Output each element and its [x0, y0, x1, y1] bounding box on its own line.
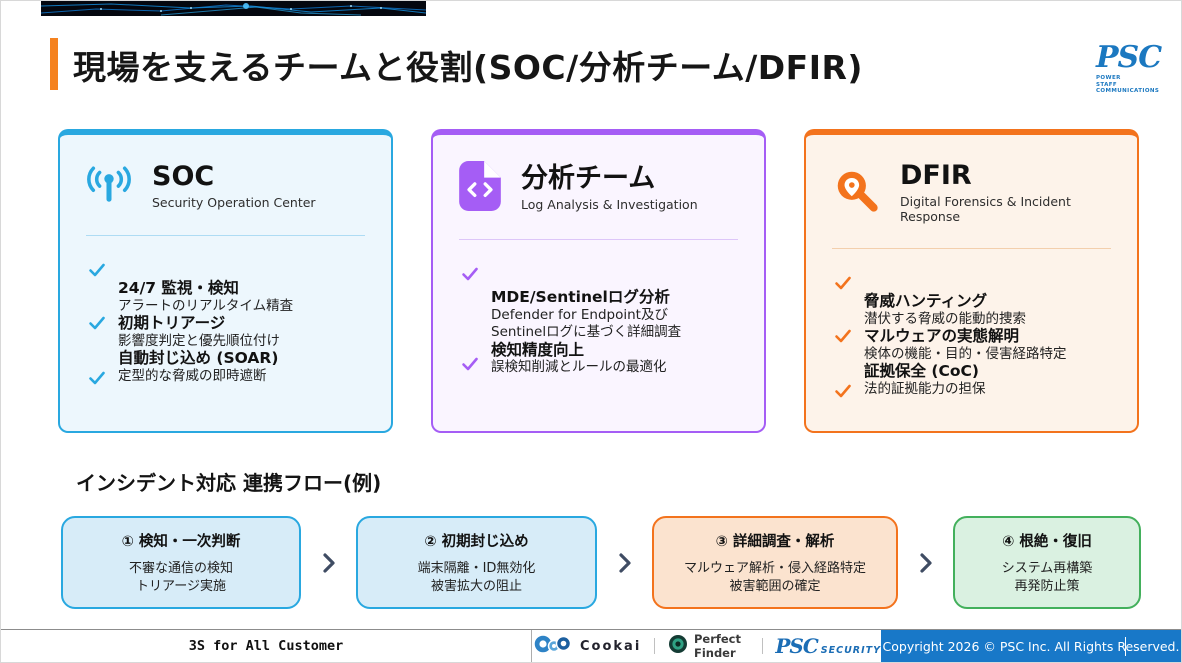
footer: 3S for All Customer Cookai — [1, 629, 1181, 662]
item-desc: 潜伏する脅威の能動的捜索 — [864, 310, 1026, 327]
check-icon — [834, 275, 852, 295]
footer-tagline: 3S for All Customer — [188, 638, 344, 654]
incident-flow-row: ① 検知・一次判断 不審な通信の検知 トリアージ実施 ② 初期封じ込め 端末隔離… — [61, 516, 1141, 609]
chevron-right-icon — [898, 549, 953, 577]
card-dfir-header: DFIR Digital Forensics & Incident Respon… — [832, 161, 1111, 224]
step-line: 被害範囲の確定 — [729, 579, 821, 594]
item-title: 24/7 監視・検知 — [118, 279, 239, 297]
item-title: マルウェアの実態解明 — [864, 327, 1020, 345]
item-title: 脅威ハンティング — [864, 292, 988, 310]
card-soc-list: 24/7 監視・検知 アラートのリアルタイム精査 初期トリアージ 影響度判定と優… — [86, 262, 365, 385]
perfect-finder-logo: Perfect Finder — [668, 632, 749, 660]
step-line: システム再構築 — [1001, 561, 1093, 576]
card-title: SOC — [152, 161, 215, 192]
psc-logo-subtext: POWER STAFF COMMUNICATIONS — [1096, 75, 1160, 94]
step-line: トリアージ実施 — [136, 579, 226, 594]
flow-step-1: ① 検知・一次判断 不審な通信の検知 トリアージ実施 — [61, 516, 301, 609]
card-analysis-list: MDE/Sentinelログ分析 Defender for Endpoint及び… — [459, 266, 738, 377]
chevron-right-icon — [301, 549, 356, 577]
card-divider — [459, 239, 738, 240]
logo-divider — [654, 638, 655, 654]
flow-step-3: ③ 詳細調査・解析 マルウェア解析・侵入経路特定 被害範囲の確定 — [652, 516, 898, 609]
item-title: 自動封じ込め (SOAR) — [118, 349, 279, 367]
step-title: ③ 詳細調査・解析 — [715, 534, 835, 550]
card-soc: SOC Security Operation Center 24/7 監視・検知… — [58, 129, 393, 433]
check-icon — [88, 315, 106, 335]
flow-step-4: ④ 根絶・復旧 システム再構築 再発防止策 — [953, 516, 1141, 609]
psc-logo-text: PSC — [1096, 40, 1162, 75]
psc-security-logo: PSC SECURITY — [775, 634, 881, 658]
item-title: 証拠保全 (CoC) — [864, 362, 979, 380]
check-icon — [834, 383, 852, 403]
step-line: マルウェア解析・侵入経路特定 — [683, 561, 866, 576]
footer-logos: Cookai Perfect Finder PSC SECURITY — [532, 630, 881, 662]
item-desc: Defender for Endpoint及び — [491, 306, 668, 323]
code-file-icon — [459, 161, 501, 215]
logo-divider — [761, 638, 763, 654]
check-icon — [88, 370, 106, 390]
step-line: 不審な通信の検知 — [128, 561, 233, 576]
step-title: ① 検知・一次判断 — [121, 534, 241, 550]
card-title: 分析チーム — [521, 163, 656, 194]
card-divider — [832, 248, 1111, 249]
cookai-circles-icon — [532, 632, 574, 660]
item-desc: 検体の機能・目的・侵害経路特定 — [864, 345, 1067, 362]
item-desc: 法的証拠能力の担保 — [864, 380, 986, 397]
step-title: ④ 根絶・復旧 — [1002, 534, 1092, 550]
magnifier-pin-icon — [832, 167, 880, 219]
item-title: MDE/Sentinelログ分析 — [491, 288, 670, 306]
card-title: DFIR — [900, 160, 972, 191]
item-title: 初期トリアージ — [118, 314, 226, 332]
perfect-finder-circle-icon — [668, 634, 688, 658]
check-icon — [88, 262, 106, 282]
item-desc: 影響度判定と優先順位付け — [118, 332, 280, 349]
card-analysis-header: 分析チーム Log Analysis & Investigation — [459, 161, 738, 215]
card-dfir: DFIR Digital Forensics & Incident Respon… — [804, 129, 1139, 433]
step-title: ② 初期封じ込め — [424, 534, 529, 550]
copyright-bar: Copyright 2026 © PSC Inc. All Rights Res… — [881, 630, 1181, 662]
check-icon — [461, 266, 479, 286]
step-line: 再発防止策 — [1014, 579, 1080, 594]
psc-security-sub: SECURITY — [820, 645, 882, 656]
card-divider — [86, 235, 365, 236]
item-desc: 定型的な脅威の即時遮断 — [118, 367, 267, 384]
check-icon — [461, 356, 479, 376]
card-analysis: 分析チーム Log Analysis & Investigation MDE/S… — [431, 129, 766, 433]
step-line: 被害拡大の阻止 — [430, 579, 522, 594]
cookai-logo: Cookai — [532, 632, 641, 660]
psc-logo: PSC POWER STAFF COMMUNICATIONS — [1096, 40, 1162, 95]
team-cards-row: SOC Security Operation Center 24/7 監視・検知… — [58, 129, 1139, 433]
card-subtitle: Digital Forensics & Incident Response — [900, 194, 1071, 224]
card-subtitle: Log Analysis & Investigation — [521, 197, 698, 212]
card-soc-header: SOC Security Operation Center — [86, 161, 365, 211]
check-icon — [834, 328, 852, 348]
flow-step-2: ② 初期封じ込め 端末隔離・ID無効化 被害拡大の阻止 — [356, 516, 597, 609]
network-banner-image — [41, 1, 426, 16]
card-subtitle: Security Operation Center — [152, 195, 316, 210]
item-desc: Sentinelログに基づく詳細調査 — [491, 324, 682, 340]
perfect-finder-label: Perfect Finder — [693, 632, 741, 660]
flow-heading: インシデント対応 連携フロー(例) — [76, 471, 382, 495]
title-accent-bar — [50, 38, 58, 90]
copyright-text: Copyright 2026 © PSC Inc. All Rights Res… — [882, 638, 1180, 654]
antenna-icon — [86, 161, 132, 211]
chevron-right-icon — [597, 549, 652, 577]
card-dfir-list: 脅威ハンティング 潜伏する脅威の能動的捜索 マルウェアの実態解明 検体の機能・目… — [832, 275, 1111, 398]
step-line: 端末隔離・ID無効化 — [417, 561, 536, 576]
item-title: 検知精度向上 — [491, 340, 585, 359]
page-title: 現場を支えるチームと役割(SOC/分析チーム/DFIR) — [73, 48, 863, 87]
item-desc: 誤検知削減とルールの最適化 — [491, 359, 667, 375]
copyright-divider-line — [1125, 637, 1126, 656]
psc-security-main: PSC — [775, 634, 818, 658]
cookai-label: Cookai — [580, 638, 642, 654]
item-desc: アラートのリアルタイム精査 — [118, 297, 294, 314]
network-lines-graphic — [41, 1, 426, 16]
footer-divider — [531, 630, 532, 662]
